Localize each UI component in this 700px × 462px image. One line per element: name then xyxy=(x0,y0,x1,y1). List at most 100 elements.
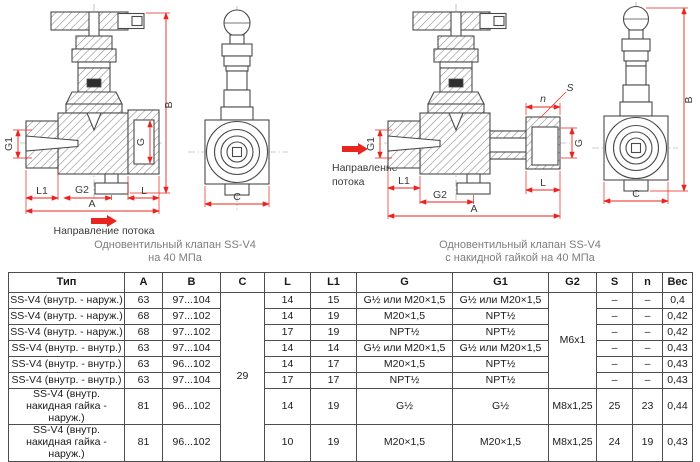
table-row: SS-V4 (внутр. - наруж.) 68 97...102 14 1… xyxy=(8,308,693,325)
col-header-b: B xyxy=(162,272,221,293)
cell-g2: M8x1,25 xyxy=(548,424,597,462)
dimension-b: B xyxy=(130,12,175,194)
col-header-l: L xyxy=(264,272,311,293)
cell-type: SS-V4 (внутр. - внутр.) xyxy=(8,372,125,389)
dim-label-n: n xyxy=(540,93,546,105)
dim-label-g1: G1 xyxy=(3,137,15,151)
col-header-g2: G2 xyxy=(548,272,597,293)
valve-body xyxy=(25,109,160,195)
cell-a: 68 xyxy=(124,308,163,325)
caption-line: Одновентильный клапан SS-V4 xyxy=(94,239,256,251)
cell-l1: 19 xyxy=(310,424,357,462)
dimension-c: C xyxy=(603,182,669,204)
col-header-g1: G1 xyxy=(452,272,549,293)
valve-stem-bonnet xyxy=(427,11,485,115)
cell-g: NPT½ xyxy=(356,324,453,341)
cell-n: 19 xyxy=(632,424,663,462)
cell-g: G½ или M20×1,5 xyxy=(356,340,453,357)
cell-a: 81 xyxy=(124,387,163,426)
col-header-weight: Вес xyxy=(662,272,693,293)
dimension-g1: G1 xyxy=(365,129,392,159)
dim-label-a: A xyxy=(88,198,95,210)
col-header-l1: L1 xyxy=(310,272,357,293)
dim-label-g2: G2 xyxy=(75,184,89,196)
valve-side-body xyxy=(204,9,270,196)
cell-l1: 17 xyxy=(310,356,357,373)
dim-label-g2: G2 xyxy=(433,189,447,201)
cell-l: 10 xyxy=(264,424,311,462)
valve-side-drawing-left: C xyxy=(188,6,288,210)
cell-b: 97...102 xyxy=(162,324,221,341)
cell-s: – xyxy=(596,308,633,325)
cell-l: 14 xyxy=(264,340,311,357)
cell-a: 68 xyxy=(124,324,163,341)
cell-s: – xyxy=(596,292,633,309)
cell-a: 63 xyxy=(124,340,163,357)
dimension-s: S xyxy=(539,82,574,119)
cell-g: M20×1,5 xyxy=(356,424,453,462)
dimension-g1: G1 xyxy=(3,129,32,159)
cell-l: 14 xyxy=(264,356,311,373)
cell-g1: NPT½ xyxy=(452,356,549,373)
valve-side-body xyxy=(603,5,669,192)
cell-l1: 19 xyxy=(310,324,357,341)
cell-g: M20×1,5 xyxy=(356,308,453,325)
dimension-c: C xyxy=(204,186,270,207)
cell-weight: 0,4 xyxy=(662,292,693,309)
cell-n: – xyxy=(632,292,663,309)
cell-a: 63 xyxy=(124,372,163,389)
cell-l: 14 xyxy=(264,292,311,309)
col-header-a: A xyxy=(124,272,163,293)
cell-l: 14 xyxy=(264,308,311,325)
cell-s: – xyxy=(596,372,633,389)
cell-s: 25 xyxy=(596,387,633,426)
cell-b: 96...102 xyxy=(162,356,221,373)
flow-label-line1: Направление xyxy=(332,162,398,174)
dim-label-g: G xyxy=(573,139,585,147)
dimension-b: B xyxy=(646,7,695,192)
valve-section-drawing-right: Направление потока xyxy=(332,4,585,219)
col-header-n: n xyxy=(632,272,663,293)
cell-a: 81 xyxy=(124,424,163,462)
flow-arrow-icon xyxy=(342,143,368,155)
cell-g1: M20×1,5 xyxy=(452,424,549,462)
cell-g1: G½ или M20×1,5 xyxy=(452,340,549,357)
dim-label-s: S xyxy=(566,82,573,94)
cell-a: 63 xyxy=(124,356,163,373)
cell-l: 14 xyxy=(264,387,311,426)
table-row: SS-V4 (внутр. накидная гайка - наруж.) 8… xyxy=(8,387,693,426)
cell-l1: 19 xyxy=(310,387,357,426)
cell-weight: 0,44 xyxy=(662,387,693,426)
cell-a: 63 xyxy=(124,292,163,309)
cell-l1: 19 xyxy=(310,308,357,325)
cell-b: 96...102 xyxy=(162,387,221,426)
spec-table: Тип A B C L L1 G G1 G2 S n Вес SS-V4 (вн… xyxy=(8,272,693,462)
header-row: Тип A B C L L1 G G1 G2 S n Вес xyxy=(8,272,693,293)
cell-weight: 0,43 xyxy=(662,424,693,462)
caption-line: с накидной гайкой на 40 МПа xyxy=(445,252,595,264)
dim-label-l: L xyxy=(141,185,147,197)
cell-n: – xyxy=(632,308,663,325)
cell-b: 97...102 xyxy=(162,308,221,325)
cell-g1: G½ xyxy=(452,387,549,426)
col-header-type: Тип xyxy=(8,272,125,293)
figure-caption-left: Одновентильный клапан SS-V4 на 40 МПа xyxy=(55,239,295,265)
cell-g1: G½ или M20×1,5 xyxy=(452,292,549,309)
valve-section-drawing-left: B G1 G L1 G2 L A Направление потока xyxy=(3,4,175,237)
cell-g1: NPT½ xyxy=(452,308,549,325)
valve-stem-bonnet xyxy=(65,11,123,115)
cell-g: NPT½ xyxy=(356,372,453,389)
cell-s: – xyxy=(596,324,633,341)
valve-body xyxy=(387,112,561,195)
cell-g1: NPT½ xyxy=(452,372,549,389)
cell-weight: 0,42 xyxy=(662,308,693,325)
dim-label-b: B xyxy=(163,101,175,108)
cell-type: SS-V4 (внутр. - наруж.) xyxy=(8,308,125,325)
cell-g: G½ xyxy=(356,387,453,426)
cell-g: M20×1,5 xyxy=(356,356,453,373)
flow-direction-right: Направление потока xyxy=(332,143,398,188)
dim-label-l1: L1 xyxy=(398,175,410,187)
flow-label-line2: потока xyxy=(332,176,365,188)
cell-type: SS-V4 (внутр. - наруж.) xyxy=(8,292,125,309)
cell-g2-merged: M6x1 xyxy=(548,292,597,389)
